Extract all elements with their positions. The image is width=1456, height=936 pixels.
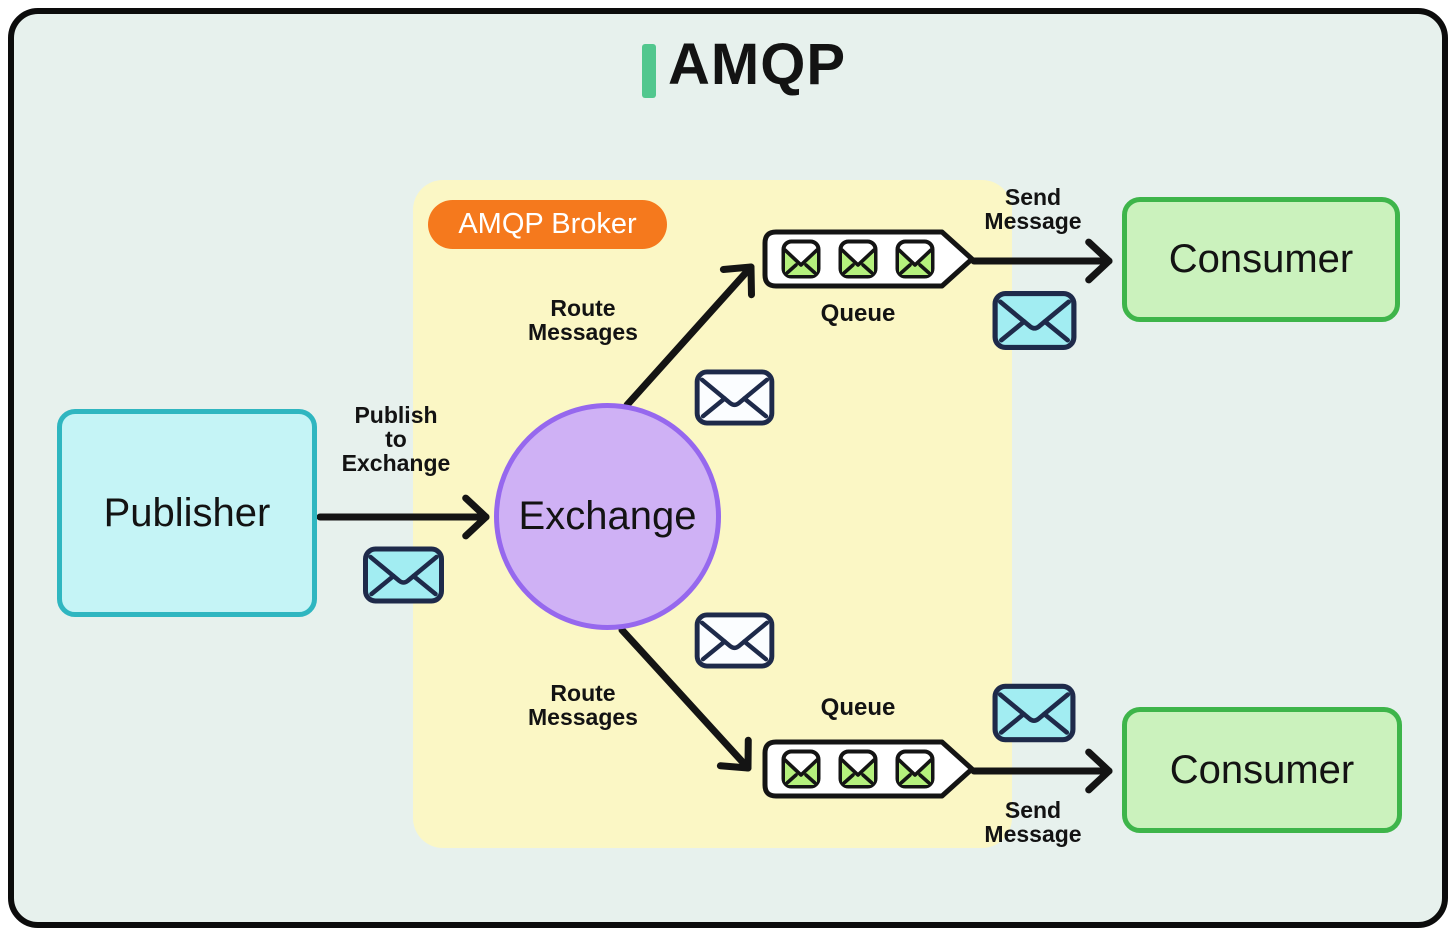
message-envelope-icon-route-top bbox=[694, 369, 775, 426]
arrow-route-to-bottom-queue bbox=[618, 626, 752, 772]
queued-message-icon bbox=[838, 239, 878, 279]
queued-message-icon bbox=[895, 239, 935, 279]
queued-message-icon bbox=[838, 749, 878, 789]
amqp-broker-badge: AMQP Broker bbox=[428, 200, 667, 249]
publisher-node: Publisher bbox=[57, 409, 317, 617]
queue-top-label: Queue bbox=[820, 300, 896, 327]
queued-message-icon bbox=[781, 239, 821, 279]
exchange-node: Exchange bbox=[494, 403, 721, 630]
publish-to-exchange-label: Publish to Exchange bbox=[341, 402, 451, 476]
message-envelope-icon-consumer-bottom bbox=[992, 683, 1076, 743]
send-message-bottom-label: Send Message bbox=[984, 797, 1082, 847]
arrow-route-to-top-queue bbox=[623, 263, 755, 409]
consumer-node-bottom: Consumer bbox=[1122, 707, 1402, 833]
route-messages-bottom-label: Route Messages bbox=[528, 680, 638, 730]
queued-message-icon bbox=[781, 749, 821, 789]
page-title: AMQP bbox=[668, 32, 846, 97]
route-messages-top-label: Route Messages bbox=[528, 295, 638, 345]
consumer-node-top: Consumer bbox=[1122, 197, 1400, 322]
queue-bottom-label: Queue bbox=[820, 694, 896, 721]
message-envelope-icon-consumer-top bbox=[992, 290, 1077, 351]
message-envelope-icon-route-bottom bbox=[694, 612, 775, 669]
queue-top bbox=[760, 228, 976, 290]
send-message-top-label: Send Message bbox=[984, 184, 1082, 234]
message-envelope-icon-publisher bbox=[362, 546, 445, 604]
title-accent-bar bbox=[642, 44, 656, 98]
queued-message-icon bbox=[895, 749, 935, 789]
queue-bottom bbox=[760, 738, 976, 800]
